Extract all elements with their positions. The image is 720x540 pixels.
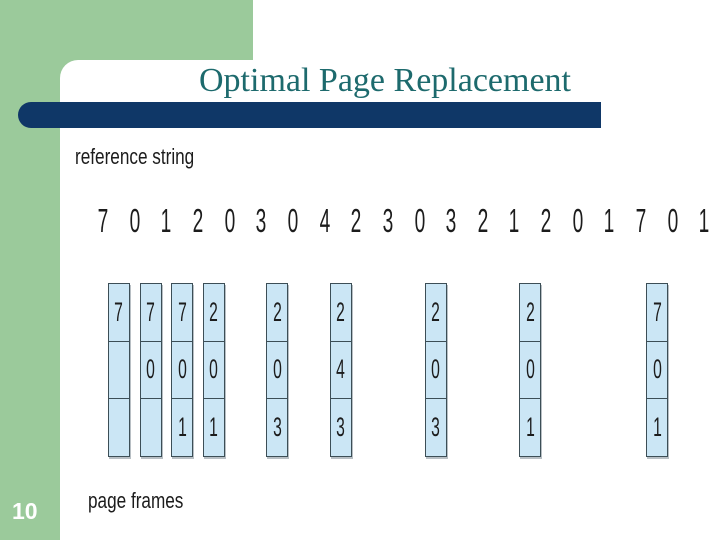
- reference-number: 1: [509, 202, 520, 239]
- reference-number: 0: [572, 202, 584, 239]
- reference-number: 0: [224, 202, 235, 239]
- reference-number: 1: [604, 202, 615, 239]
- frame-cell: 0: [425, 342, 446, 399]
- frame-cell: 2: [267, 284, 288, 342]
- slide-title: Optimal Page Replacement: [199, 62, 571, 99]
- reference-number: 2: [350, 202, 362, 239]
- frame-cell: [141, 399, 161, 456]
- page-frames-label: page frames: [88, 488, 184, 513]
- frame-cell-value: 0: [272, 354, 282, 385]
- frame-cell: 3: [331, 399, 351, 456]
- frame-cell: 0: [647, 342, 668, 399]
- frame-cell: 3: [426, 399, 446, 456]
- frame-cell: 4: [330, 342, 351, 399]
- slide-number: 10: [12, 498, 38, 524]
- reference-number: 1: [699, 202, 710, 239]
- frame-column: 2 4 3: [329, 283, 352, 457]
- reference-number: 0: [129, 202, 140, 239]
- reference-number: 2: [477, 202, 489, 239]
- reference-number: 1: [160, 202, 172, 239]
- frame-cell-value: 2: [272, 296, 282, 327]
- frame-column: 2 0 3: [266, 283, 289, 457]
- frame-column: 2 0 1: [519, 283, 542, 457]
- frame-cell-value: 3: [272, 411, 282, 442]
- frame-column: 7: [108, 283, 130, 457]
- frame-cell: 1: [520, 399, 540, 456]
- reference-number: 0: [667, 202, 679, 239]
- frame-cell-value: 2: [336, 296, 345, 327]
- frame-column: 7 0 1: [171, 283, 194, 457]
- frame-cell: 1: [204, 399, 224, 456]
- frame-column: 2 0 1: [202, 283, 225, 457]
- reference-number: 0: [287, 202, 299, 239]
- frame-cell: 2: [520, 284, 541, 342]
- frame-cell: 0: [267, 342, 288, 399]
- reference-number: 2: [192, 202, 204, 239]
- frame-cell: 7: [109, 284, 129, 342]
- reference-number: 3: [445, 202, 457, 239]
- reference-number: 0: [414, 202, 425, 239]
- frame-cell-value: 1: [652, 411, 662, 442]
- frame-cell: 0: [172, 342, 193, 399]
- frame-cell: [109, 342, 129, 399]
- title-underline-bar: [18, 102, 601, 128]
- frame-column: 2 0 3: [424, 283, 447, 457]
- frame-cell-value: 0: [209, 354, 219, 385]
- frame-cell-value: 0: [146, 354, 155, 385]
- frame-cell-value: 1: [177, 411, 187, 442]
- reference-number: 7: [97, 202, 109, 239]
- frame-cell-value: 0: [177, 354, 187, 385]
- frame-cell-value: 2: [209, 296, 219, 327]
- reference-string-label: reference string: [75, 144, 195, 169]
- reference-number: 3: [255, 202, 267, 239]
- frame-cell-value: 0: [431, 354, 440, 385]
- frame-cell-value: 1: [526, 411, 535, 442]
- frame-cell: 2: [425, 284, 446, 342]
- slide-content-card: [60, 60, 720, 540]
- frame-cell-value: 2: [431, 296, 440, 327]
- frame-cell-value: 3: [431, 411, 440, 442]
- frame-cell: 7: [647, 284, 668, 342]
- frame-cell-value: 0: [652, 354, 662, 385]
- frame-cell-value: 2: [526, 296, 535, 327]
- frame-cell: 1: [172, 399, 192, 456]
- frame-cell: 7: [172, 284, 193, 342]
- frame-cell-value: 0: [526, 354, 535, 385]
- frame-cell: [109, 399, 129, 456]
- frame-cell-value: 7: [177, 296, 187, 327]
- frame-cell-value: 4: [336, 354, 345, 385]
- frame-cell: 1: [647, 399, 667, 456]
- frame-cell: 2: [330, 284, 351, 342]
- reference-number: 3: [382, 202, 394, 239]
- frame-cell: 3: [267, 399, 287, 456]
- frame-cell: 0: [140, 342, 161, 399]
- frame-cell: 0: [520, 342, 541, 399]
- reference-number: 2: [540, 202, 552, 239]
- frame-cell-value: 7: [146, 296, 155, 327]
- frame-column: 7 0 1: [646, 283, 669, 457]
- frame-cell: 2: [203, 284, 224, 342]
- frame-cell-value: 7: [114, 296, 124, 327]
- reference-number: 7: [635, 202, 647, 239]
- frame-cell: 0: [203, 342, 224, 399]
- frame-cell-value: 3: [336, 411, 345, 442]
- frame-cell-value: 1: [209, 411, 219, 442]
- frame-cell-value: 7: [652, 296, 662, 327]
- reference-number: 4: [319, 202, 330, 239]
- frame-cell: 7: [140, 284, 161, 342]
